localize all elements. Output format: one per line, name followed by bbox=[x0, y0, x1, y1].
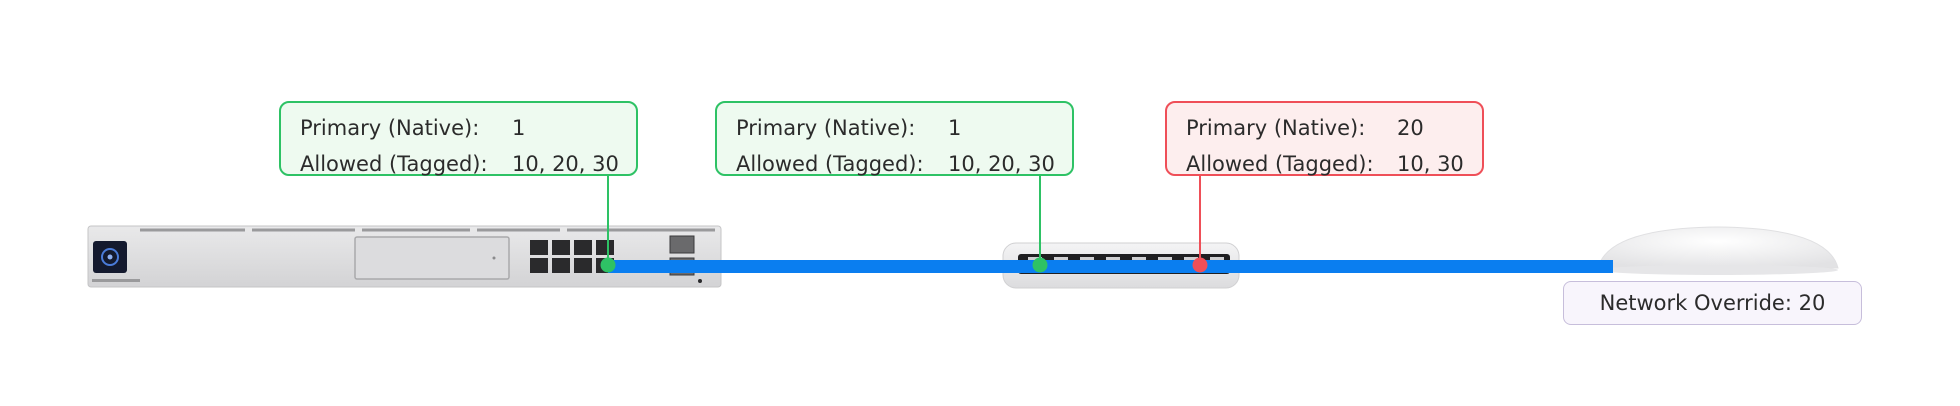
primary-native-label: Primary (Native): bbox=[1186, 116, 1366, 140]
display-screen-icon bbox=[93, 241, 127, 273]
port-status-dot-ok bbox=[600, 257, 616, 273]
network-override-badge: Network Override: 20 bbox=[1563, 281, 1862, 325]
allowed-tagged-label: Allowed (Tagged): bbox=[300, 152, 488, 176]
primary-native-value: 1 bbox=[512, 116, 526, 140]
gateway-rack-device bbox=[87, 225, 722, 288]
primary-native-label: Primary (Native): bbox=[300, 116, 480, 140]
port-vlan-callout-gateway: Primary (Native): 1 Allowed (Tagged): 10… bbox=[279, 101, 638, 176]
network-override-label: Network Override: bbox=[1599, 291, 1792, 315]
port-status-dot-ok bbox=[1032, 257, 1048, 273]
access-point-device bbox=[1597, 226, 1839, 275]
network-override-value: 20 bbox=[1798, 291, 1826, 315]
allowed-tagged-label: Allowed (Tagged): bbox=[1186, 152, 1374, 176]
primary-native-value: 1 bbox=[948, 116, 962, 140]
allowed-tagged-row: Allowed (Tagged): 10, 20, 30 bbox=[736, 146, 1072, 182]
primary-native-row: Primary (Native): 1 bbox=[300, 110, 636, 146]
allowed-tagged-value: 10, 20, 30 bbox=[512, 152, 619, 176]
port-vlan-callout-switch-uplink: Primary (Native): 1 Allowed (Tagged): 10… bbox=[715, 101, 1074, 176]
allowed-tagged-value: 10, 30 bbox=[1397, 152, 1464, 176]
primary-native-row: Primary (Native): 20 bbox=[1186, 110, 1482, 146]
primary-native-label: Primary (Native): bbox=[736, 116, 916, 140]
port-status-dot-mismatch bbox=[1192, 257, 1208, 273]
allowed-tagged-value: 10, 20, 30 bbox=[948, 152, 1055, 176]
network-link-line bbox=[608, 260, 1613, 273]
primary-native-row: Primary (Native): 1 bbox=[736, 110, 1072, 146]
allowed-tagged-row: Allowed (Tagged): 10, 20, 30 bbox=[300, 146, 636, 182]
allowed-tagged-row: Allowed (Tagged): 10, 30 bbox=[1186, 146, 1482, 182]
drive-bay bbox=[354, 236, 510, 280]
port-vlan-callout-switch-downlink: Primary (Native): 20 Allowed (Tagged): 1… bbox=[1165, 101, 1484, 176]
allowed-tagged-label: Allowed (Tagged): bbox=[736, 152, 924, 176]
primary-native-value: 20 bbox=[1397, 116, 1424, 140]
